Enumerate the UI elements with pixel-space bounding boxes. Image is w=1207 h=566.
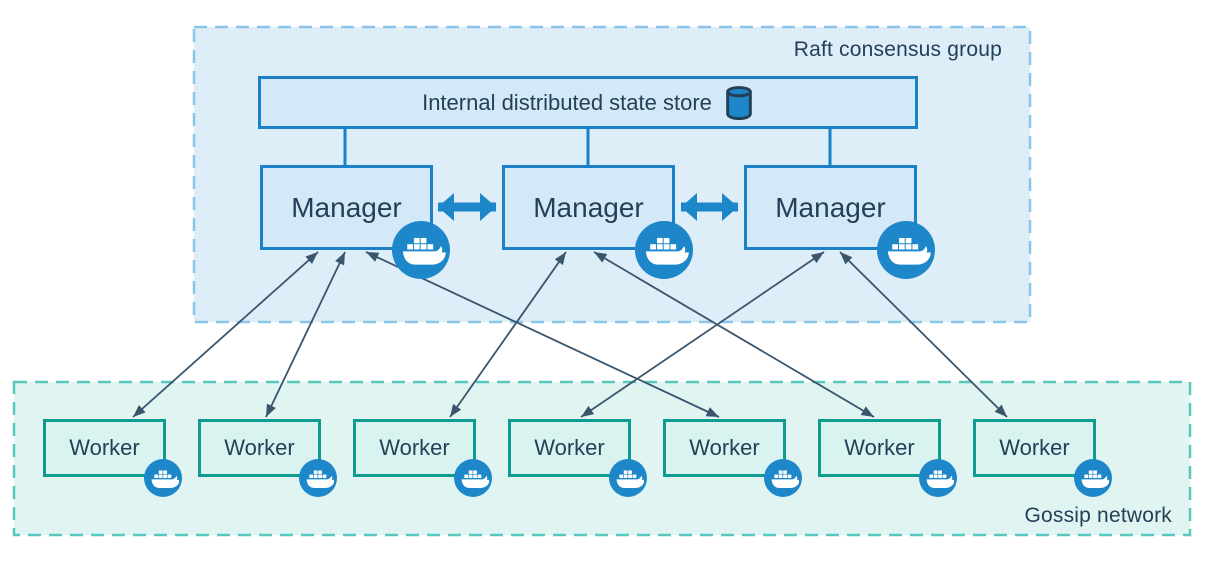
docker-whale-icon (454, 459, 492, 497)
gossip-network-label: Gossip network (1024, 504, 1172, 527)
worker-label: Worker (69, 435, 140, 460)
docker-whale-icon (919, 459, 957, 497)
docker-whale-icon (764, 459, 802, 497)
manager-label: Manager (291, 191, 402, 223)
state-store-label: Internal distributed state store (422, 89, 712, 115)
manager-label: Manager (775, 191, 886, 223)
docker-whale-icon (635, 221, 693, 279)
state-store-node: Internal distributed state store (258, 76, 918, 129)
worker-label: Worker (999, 435, 1070, 460)
worker-label: Worker (689, 435, 760, 460)
manager-label: Manager (533, 191, 644, 223)
docker-whale-icon (609, 459, 647, 497)
worker-label: Worker (534, 435, 605, 460)
raft-group-label: Raft consensus group (793, 38, 1002, 61)
docker-whale-icon (877, 221, 935, 279)
worker-label: Worker (844, 435, 915, 460)
docker-whale-icon (392, 221, 450, 279)
docker-whale-icon (299, 459, 337, 497)
docker-whale-icon (144, 459, 182, 497)
docker-whale-icon (1074, 459, 1112, 497)
database-icon (724, 85, 754, 120)
worker-label: Worker (379, 435, 450, 460)
worker-label: Worker (224, 435, 295, 460)
